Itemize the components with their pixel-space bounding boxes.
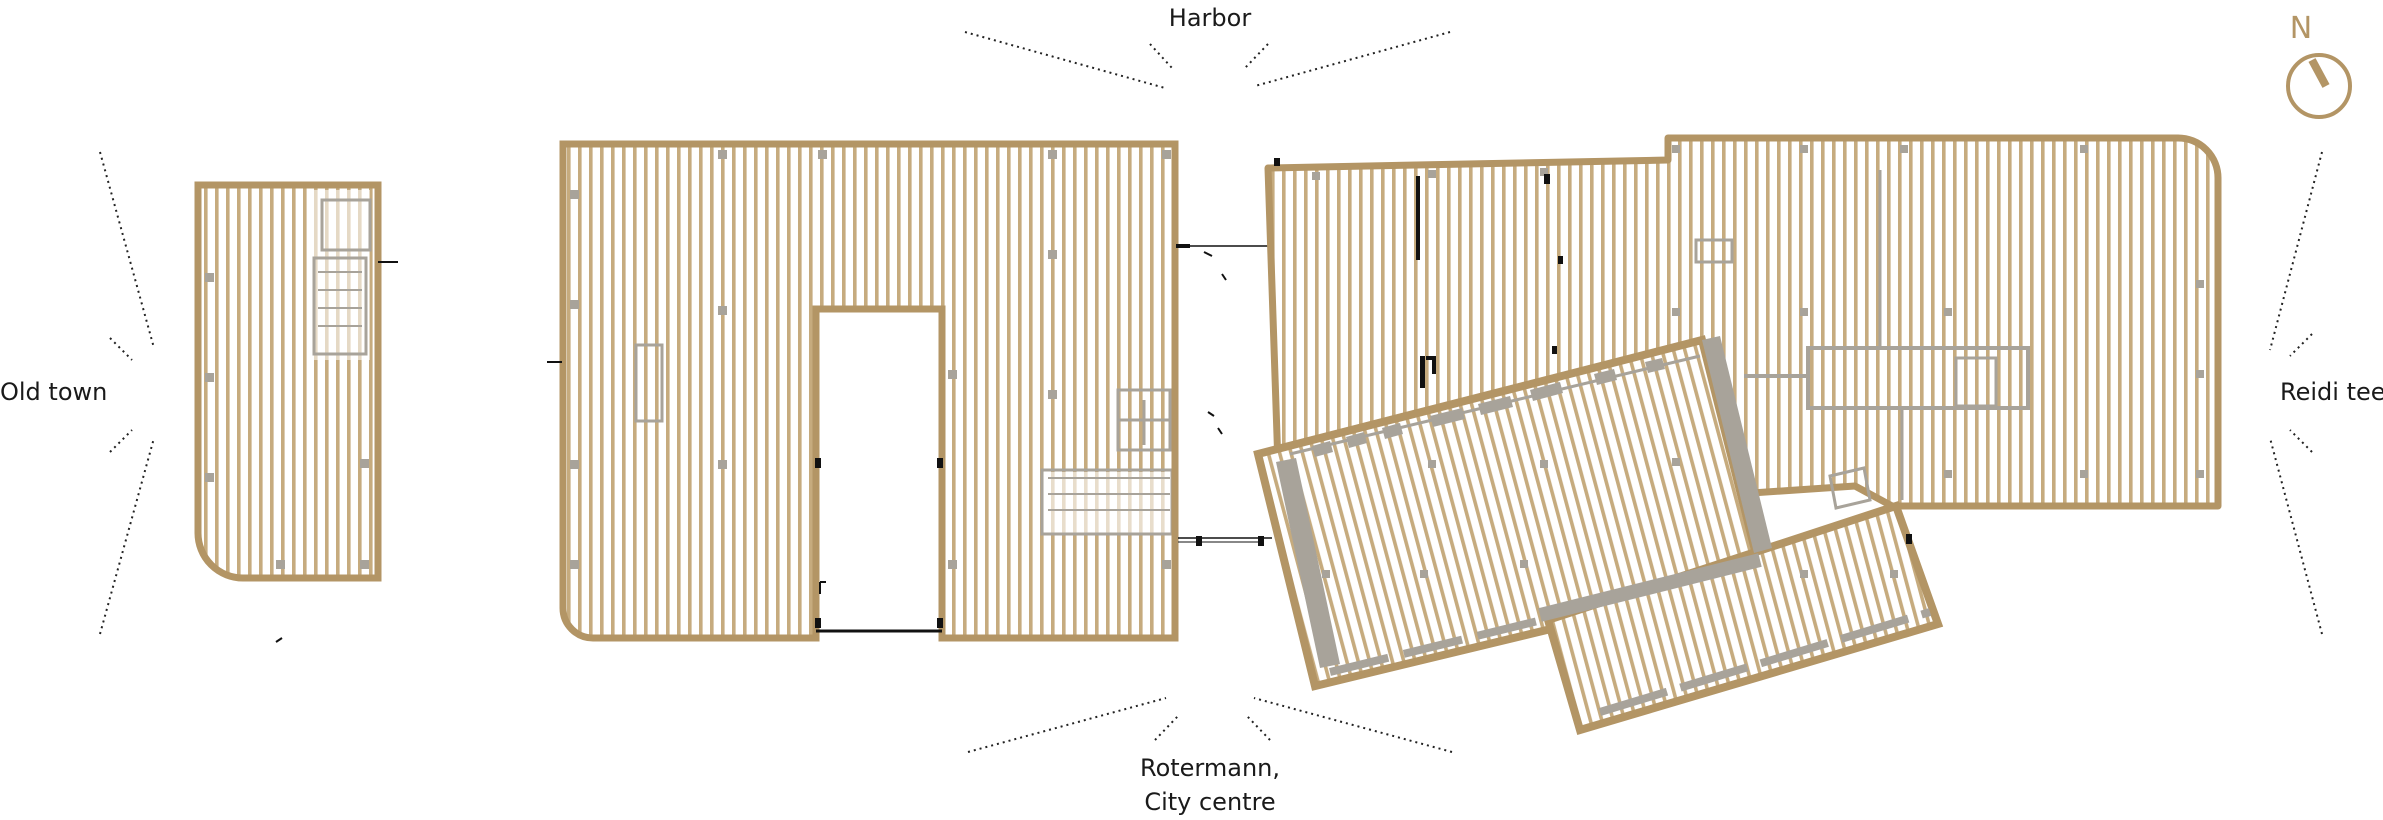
label-rotermann-line1: Rotermann, [1140,754,1280,782]
building-east [1253,134,2222,735]
building-central [547,140,1179,642]
building-west [194,181,398,643]
compass-north-letter: N [2290,11,2312,46]
label-old-town: Old town [0,378,107,406]
connector [1176,244,1272,546]
compass-icon: N [2286,11,2352,119]
view-rays [99,31,2323,753]
label-harbor: Harbor [1169,4,1252,32]
label-rotermann-line2: City centre [1144,788,1275,816]
label-reidi-tee: Reidi tee [2280,378,2383,406]
